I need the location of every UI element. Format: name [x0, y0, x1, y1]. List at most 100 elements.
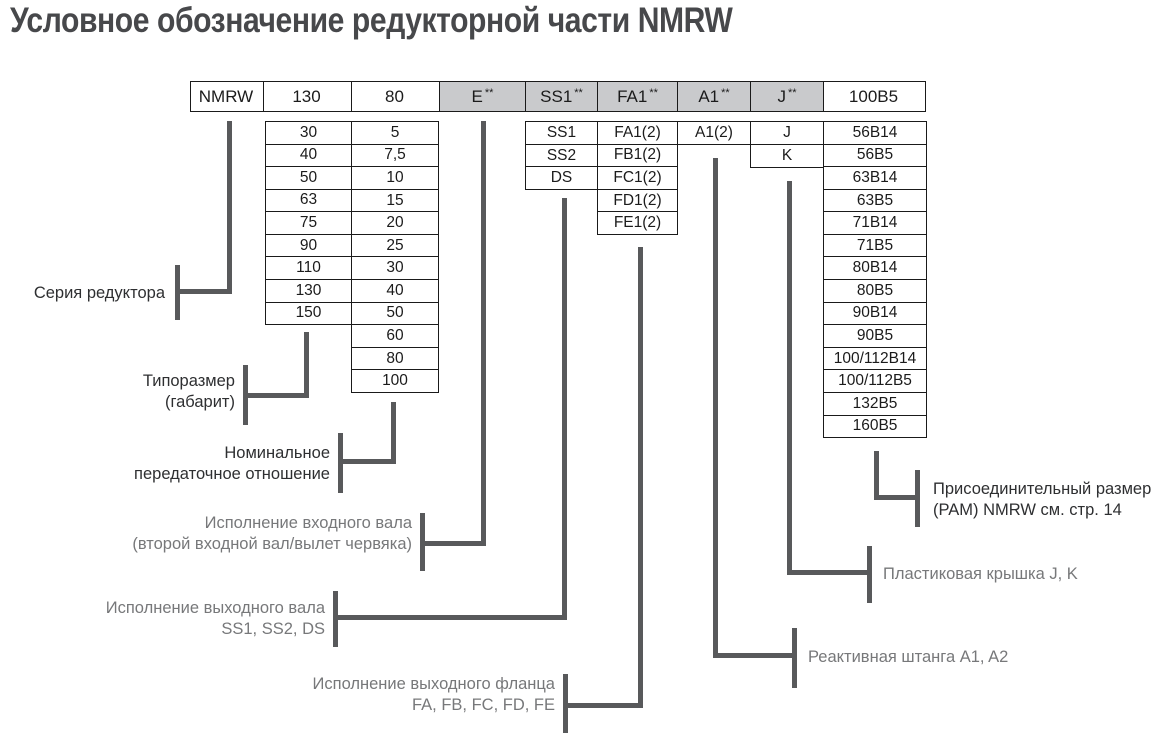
connector-size-bracket — [243, 365, 248, 425]
table-cell: 56B14 — [824, 122, 926, 145]
table-cell: 25 — [352, 235, 438, 258]
table-cell: 30 — [266, 122, 351, 145]
label-output-flange: Исполнение выходного фланца FA, FB, FC, … — [313, 674, 555, 715]
table-cell: J — [751, 122, 823, 145]
table-cell: FE1(2) — [613, 214, 662, 232]
table-cell: 50 — [266, 167, 351, 190]
code-cell-torque-arm: A1** — [678, 82, 751, 111]
connector-output-shaft-bracket — [333, 591, 338, 647]
table-cell: A1(2) — [695, 124, 733, 141]
table-cell: 150 — [295, 304, 322, 322]
table-cell: 40 — [352, 280, 438, 303]
connector-cover-hline — [787, 570, 872, 575]
connector-output-shaft-vline — [562, 198, 567, 620]
label-line: FA, FB, FC, FD, FE — [411, 695, 555, 714]
label-line: (PAM) NMRW см. стр. 14 — [933, 500, 1122, 519]
label-line: Исполнение выходного вала — [105, 599, 325, 617]
connector-input-shaft-bracket — [420, 513, 425, 571]
table-cell: 90 — [266, 235, 351, 258]
table-cell: 110 — [266, 257, 351, 280]
table-cell: 100/112B14 — [824, 348, 926, 371]
connector-ratio-vline — [391, 402, 396, 464]
connector-output-shaft-hline — [333, 615, 567, 620]
table-cell: 100/112B5 — [824, 370, 926, 393]
table-cell: 40 — [266, 145, 351, 168]
connector-output-flange-hline — [563, 703, 643, 708]
connector-output-flange-vline — [638, 247, 643, 708]
torque-arm-options-table: A1(2) — [677, 121, 751, 145]
label-series: Серия редуктора — [34, 283, 165, 304]
code-cell-size: 130 — [264, 82, 352, 111]
table-cell: FA1(2) — [598, 122, 677, 145]
table-cell: 90B14 — [824, 303, 926, 326]
size-options-table: 30 40 50 63 75 90 110 130 150 — [265, 121, 352, 325]
table-cell: 75 — [266, 212, 351, 235]
code-text: J — [777, 86, 786, 106]
output-flange-options-table: FA1(2) FB1(2) FC1(2) FD1(2) FE1(2) — [597, 121, 678, 235]
connector-torque-arm-bracket — [792, 628, 797, 688]
page-title: Условное обозначение редукторной части N… — [10, 1, 733, 40]
label-line: передаточное отношение — [134, 464, 330, 483]
label-ratio: Номинальное передаточное отношение — [134, 443, 330, 484]
connector-series-vline — [227, 121, 232, 294]
connector-pam-vline — [874, 451, 879, 500]
label-line: Исполнение выходного фланца — [312, 675, 555, 693]
table-cell: 80B5 — [824, 280, 926, 303]
code-cell-output-shaft: SS1** — [526, 82, 598, 111]
table-cell: SS2 — [526, 145, 597, 168]
label-line: Номинальное — [224, 444, 330, 462]
connector-series-bracket — [175, 265, 180, 320]
label-line: Серия редуктора — [33, 284, 165, 302]
connector-input-shaft-hline — [420, 541, 486, 546]
code-text: E — [471, 86, 483, 106]
table-cell: 50 — [352, 303, 438, 326]
label-size: Типоразмер (габарит) — [143, 371, 235, 412]
table-cell: 71B14 — [824, 212, 926, 235]
table-cell: 132B5 — [824, 393, 926, 416]
code-cell-pam: 100B5 — [824, 82, 925, 111]
label-plastic-cover: Пластиковая крышка J, K — [883, 564, 1078, 585]
connector-ratio-hline — [338, 459, 396, 464]
connector-output-flange-bracket — [563, 674, 568, 733]
connector-pam-hline — [874, 495, 920, 500]
connector-input-shaft-vline — [481, 121, 486, 546]
connector-size-hline — [243, 393, 309, 398]
connector-torque-arm-vline — [713, 158, 718, 658]
table-cell: 30 — [352, 257, 438, 281]
table-cell: FB1(2) — [598, 145, 677, 168]
table-cell: 160B5 — [852, 417, 898, 435]
label-line: (второй входной вал/вылет червяка) — [132, 534, 412, 553]
label-line: Реактивная штанга A1, A2 — [808, 648, 1009, 666]
code-text: NMRW — [198, 86, 254, 106]
label-line: Пластиковая крышка J, K — [883, 565, 1078, 583]
table-cell: 20 — [352, 212, 438, 235]
label-line: SS1, SS2, DS — [221, 619, 325, 638]
code-text: SS1 — [540, 86, 573, 106]
table-cell: 130 — [266, 280, 351, 303]
code-cell-input-shaft: E** — [440, 82, 526, 111]
table-cell: K — [781, 147, 793, 164]
table-cell: 100 — [382, 372, 408, 390]
connector-ratio-bracket — [338, 433, 343, 493]
code-cell-output-flange: FA1** — [598, 82, 678, 111]
table-cell: 10 — [352, 167, 438, 190]
table-cell: SS1 — [526, 122, 597, 145]
connector-cover-bracket — [867, 546, 872, 603]
label-input-shaft: Исполнение входного вала (второй входной… — [132, 513, 412, 554]
table-cell: 7,5 — [352, 145, 438, 168]
table-cell: 80B14 — [824, 257, 926, 281]
table-cell: DS — [550, 169, 573, 187]
label-torque-arm: Реактивная штанга A1, A2 — [808, 647, 1008, 668]
connector-pam-bracket — [915, 470, 920, 527]
table-cell: 90B5 — [824, 325, 926, 348]
label-line: Типоразмер — [142, 372, 235, 390]
connector-series-hline — [175, 289, 232, 294]
table-cell: 15 — [352, 190, 438, 213]
label-output-shaft: Исполнение выходного вала SS1, SS2, DS — [106, 598, 325, 639]
pam-options-table: 56B14 56B5 63B14 63B5 71B14 71B5 80B14 8… — [823, 121, 927, 438]
label-line: Присоединительный размер — [933, 480, 1152, 498]
table-cell: 80 — [352, 348, 438, 371]
code-text: FA1 — [617, 86, 648, 106]
connector-size-vline — [304, 332, 309, 398]
